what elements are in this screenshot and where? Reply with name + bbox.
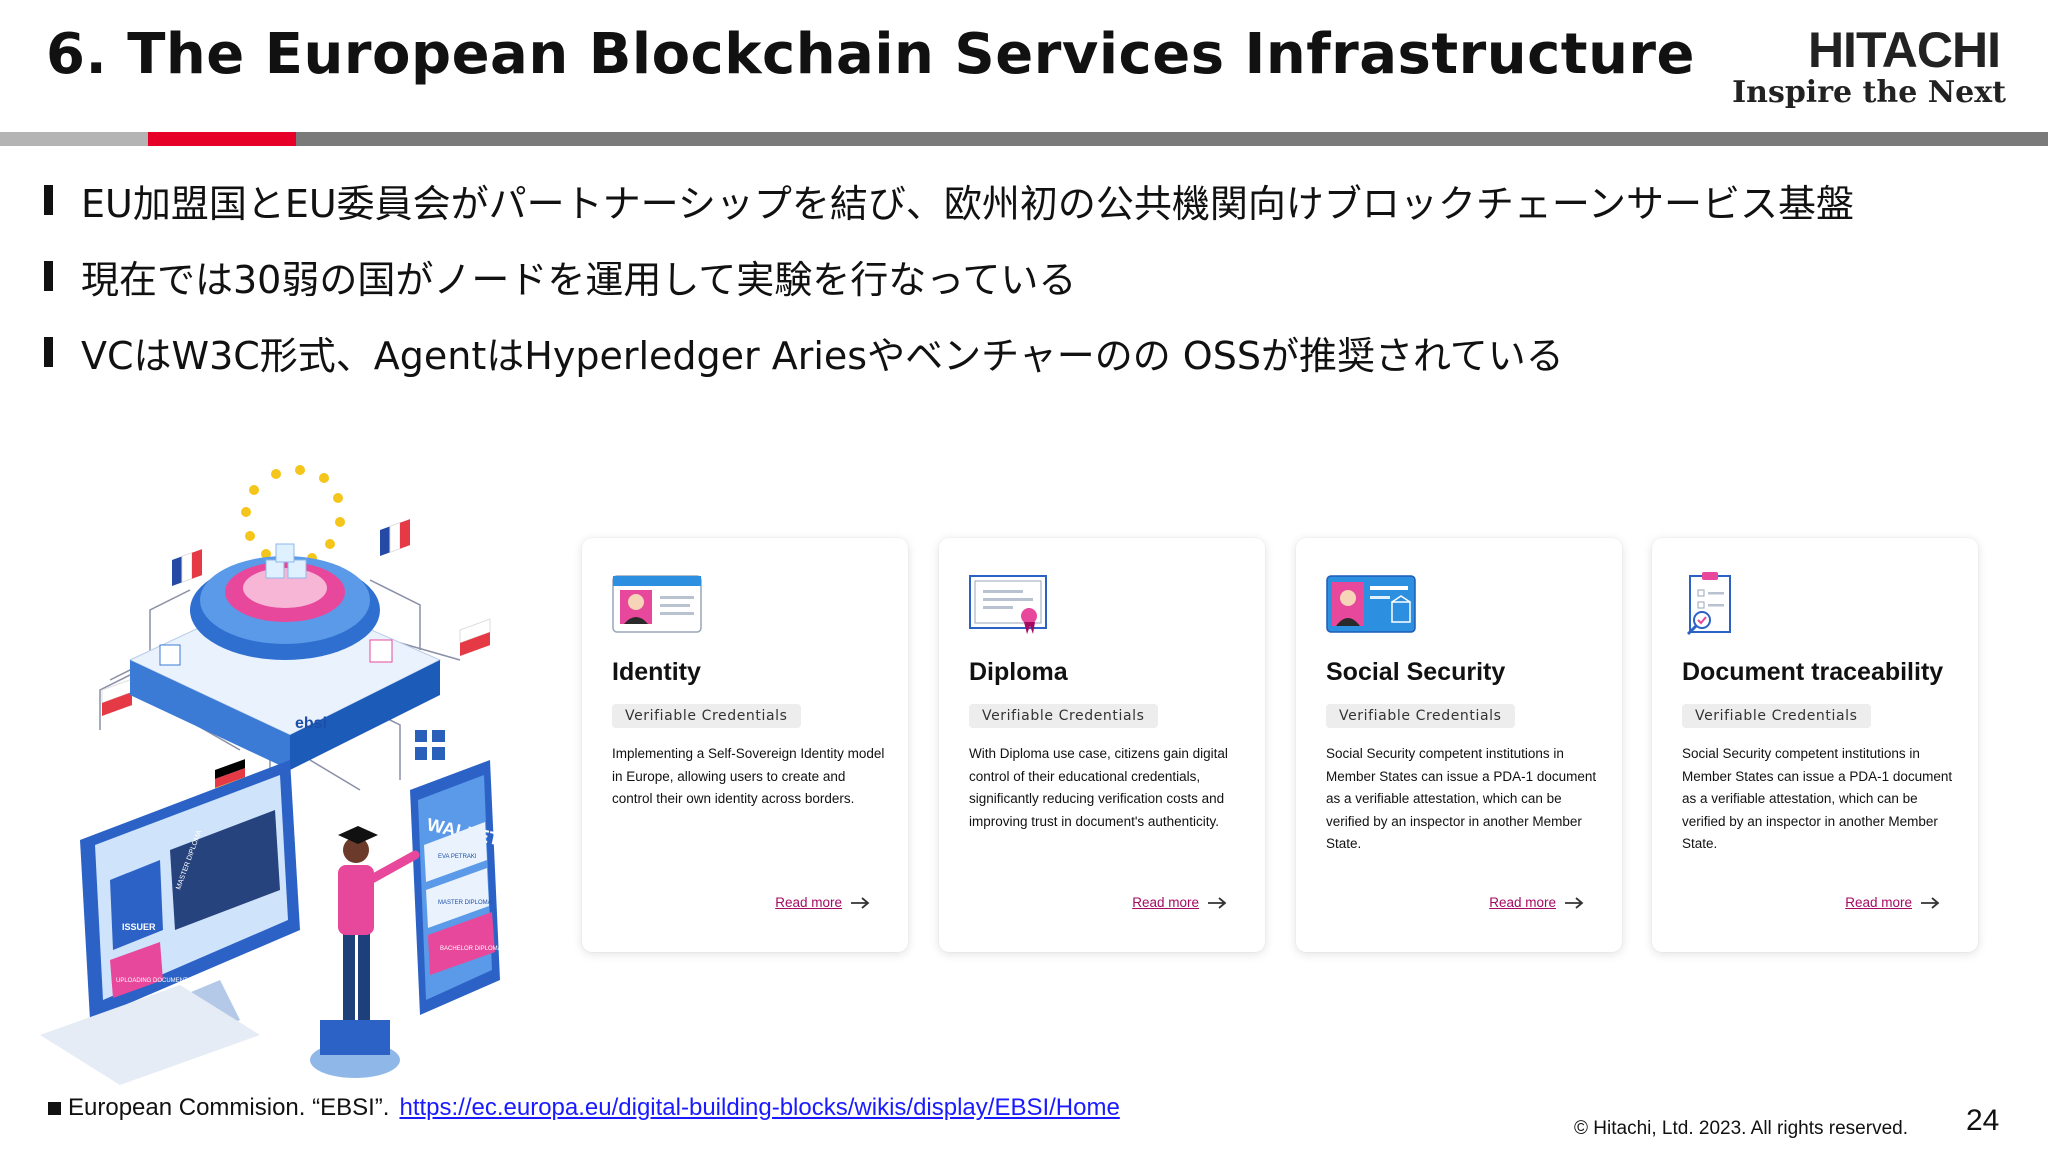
card-tag: Verifiable Credentials xyxy=(1326,704,1515,728)
read-more-link[interactable]: Read more xyxy=(1845,895,1940,910)
arrow-right-icon xyxy=(1565,896,1584,909)
card-tag: Verifiable Credentials xyxy=(969,704,1158,728)
uploading-label: UPLOADING DOCUMENT xyxy=(116,978,188,984)
divider-red-segment xyxy=(148,132,296,146)
bullet-item: 現在では30弱の国がノードを運用して実験を行なっている xyxy=(44,238,2004,314)
arrow-right-icon xyxy=(851,896,870,909)
logo-tagline: Inspire the Next xyxy=(1732,75,2006,110)
wallet-card2-label: MASTER DIPLOMA xyxy=(438,900,492,906)
card-description: Social Security competent institutions i… xyxy=(1326,746,1597,851)
card-title: Diploma xyxy=(969,658,1068,686)
reference-text: European Commision. “EBSI”. xyxy=(68,1094,390,1121)
desktop-monitor: ISSUER MASTER DIPLOMA UPLOADING DOCUMENT xyxy=(40,760,300,1085)
identity-card-icon xyxy=(612,575,702,633)
card-document-traceability: Document traceability Verifiable Credent… xyxy=(1652,538,1978,952)
wallet-card3-label: BACHELOR DIPLOMA xyxy=(440,946,502,952)
header-divider xyxy=(0,132,2048,146)
read-more-text[interactable]: Read more xyxy=(775,895,842,910)
card-description: Social Security competent institutions i… xyxy=(1682,746,1953,851)
card-description: With Diploma use case, citizens gain dig… xyxy=(969,746,1228,829)
copyright-notice: © Hitachi, Ltd. 2023. All rights reserve… xyxy=(1574,1118,1908,1139)
card-social-security: Social Security Verifiable Credentials S… xyxy=(1296,538,1622,952)
bullet-marker-icon xyxy=(44,337,53,367)
document-checklist-icon xyxy=(1686,572,1731,636)
card-tag: Verifiable Credentials xyxy=(1682,704,1871,728)
logo-wordmark: HITACHI xyxy=(1807,22,2001,78)
read-more-link[interactable]: Read more xyxy=(1489,895,1584,910)
bullet-item: VCはW3C形式、AgentはHyperledger Ariesやベンチャーのの… xyxy=(44,314,2004,390)
card-title: Document traceability xyxy=(1682,658,1944,686)
diploma-certificate-icon xyxy=(969,575,1047,634)
bullet-item: EU加盟国とEU委員会がパートナーシップを結び、欧州初の公共機関向けブロックチェ… xyxy=(44,162,2004,238)
card-diploma: Diploma Verifiable Credentials With Dipl… xyxy=(939,538,1265,952)
social-security-card-icon xyxy=(1326,575,1416,633)
read-more-text[interactable]: Read more xyxy=(1845,895,1912,910)
hitachi-logo: HITACHI Inspire the Next xyxy=(1726,24,2006,112)
read-more-link[interactable]: Read more xyxy=(775,895,870,910)
wallet-card1-label: EVA PETRAKI xyxy=(438,854,477,860)
bullet-marker-icon xyxy=(44,185,53,215)
issuer-label: ISSUER xyxy=(122,922,156,932)
card-description: Implementing a Self-Sovereign Identity m… xyxy=(612,746,885,806)
bullet-text: EU加盟国とEU委員会がパートナーシップを結び、欧州初の公共機関向けブロックチェ… xyxy=(81,181,1854,226)
divider-gray-segment xyxy=(0,132,148,146)
read-more-text[interactable]: Read more xyxy=(1489,895,1556,910)
bullet-marker-icon xyxy=(44,261,53,291)
ebsi-platform-label: ebsi xyxy=(295,715,327,732)
arrow-right-icon xyxy=(1921,896,1940,909)
card-title: Social Security xyxy=(1326,658,1506,686)
reference-link[interactable]: https://ec.europa.eu/digital-building-bl… xyxy=(399,1094,1120,1121)
card-title: Identity xyxy=(612,658,701,686)
flags-icon xyxy=(101,519,491,797)
slide-title: 6. The European Blockchain Services Infr… xyxy=(46,22,1696,87)
bullet-text: VCはW3C形式、AgentはHyperledger Ariesやベンチャーのの… xyxy=(81,333,1564,378)
wallet-phone: WALLET EVA PETRAKI MASTER DIPLOMA BACHEL… xyxy=(410,760,502,1015)
bullet-list: EU加盟国とEU委員会がパートナーシップを結び、欧州初の公共機関向けブロックチェ… xyxy=(44,162,2004,390)
ebsi-platform: ebsi xyxy=(128,543,442,770)
read-more-text[interactable]: Read more xyxy=(1132,895,1199,910)
graduate-person-icon xyxy=(310,826,420,1078)
arrow-right-icon xyxy=(1208,896,1227,909)
read-more-link[interactable]: Read more xyxy=(1132,895,1227,910)
use-case-cards: Identity Verifiable Credentials Implemen… xyxy=(582,538,1982,954)
page-number: 24 xyxy=(1966,1104,2000,1137)
reference-footnote: European Commision. “EBSI”. https://ec.e… xyxy=(48,1094,1120,1122)
footnote-square-icon xyxy=(48,1101,61,1115)
bullet-text: 現在では30弱の国がノードを運用して実験を行なっている xyxy=(81,257,1077,302)
card-identity: Identity Verifiable Credentials Implemen… xyxy=(582,538,908,952)
ebsi-isometric-illustration: ebsi ISSUER MASTER DIPLOMA UPLOADING DOC… xyxy=(40,465,502,1085)
card-tag: Verifiable Credentials xyxy=(612,704,801,728)
